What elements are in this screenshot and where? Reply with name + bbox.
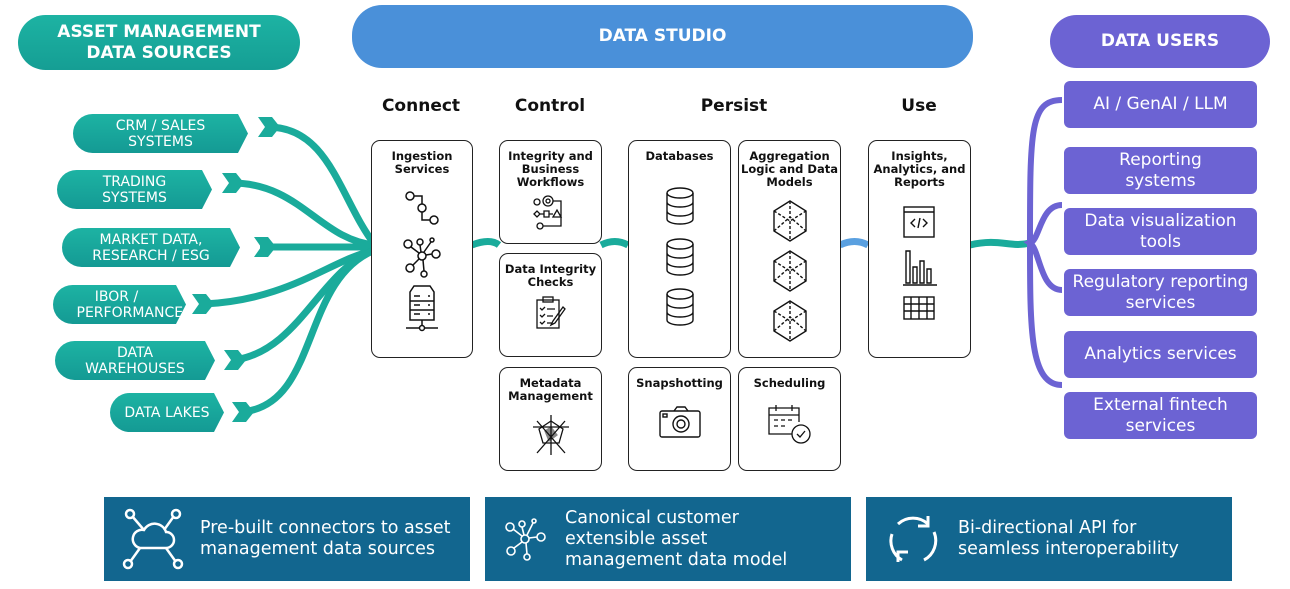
user-fintech: External fintech services: [1064, 392, 1257, 439]
sources-header: ASSET MANAGEMENT DATA SOURCES: [18, 15, 300, 70]
column-connect: Connect: [381, 96, 461, 116]
source-ibor: IBOR / PERFORMANCE: [53, 285, 186, 324]
column-persist: Persist: [700, 96, 768, 116]
users-header: DATA USERS: [1050, 15, 1270, 68]
column-control: Control: [514, 96, 586, 116]
box-integrity-workflows: Integrity and Business Workflows: [499, 140, 602, 244]
database-icons: [665, 187, 694, 326]
studio-header: DATA STUDIO: [352, 5, 973, 68]
user-data-viz: Data visualization tools: [1064, 208, 1257, 255]
process-gear-icon: [532, 195, 562, 230]
user-reporting: Reporting systems: [1064, 147, 1257, 194]
panel-connectors: Pre-built connectors to asset management…: [104, 497, 470, 581]
source-warehouses: DATA WAREHOUSES: [55, 341, 215, 380]
cloud-connectors-icon: [122, 508, 184, 570]
network-icon: [505, 518, 546, 561]
calendar-check-icon: [767, 405, 811, 444]
panel-data-model: Canonical customer extensible asset mana…: [485, 497, 851, 581]
network-icon: [403, 237, 441, 278]
source-trading: TRADING SYSTEMS: [57, 170, 212, 209]
user-analytics: Analytics services: [1064, 331, 1257, 378]
table-icon: [902, 296, 935, 320]
box-ingestion: Ingestion Services: [371, 140, 473, 358]
source-market-data: MARKET DATA, RESEARCH / ESG: [62, 228, 240, 267]
code-window-icon: [902, 206, 935, 238]
checklist-icon: [535, 296, 566, 329]
user-regulatory: Regulatory reporting services: [1064, 269, 1257, 316]
source-data-lakes: DATA LAKES: [110, 393, 224, 432]
bar-chart-icon: [902, 250, 937, 286]
box-databases: Databases: [628, 140, 731, 358]
box-insights: Insights, Analytics, and Reports: [868, 140, 971, 358]
server-icon: [406, 285, 438, 332]
camera-icon: [658, 406, 701, 438]
box-snapshotting: Snapshotting: [628, 367, 731, 471]
box-integrity-checks: Data Integrity Checks: [499, 253, 602, 357]
source-crm: CRM / SALES SYSTEMS: [73, 114, 248, 153]
box-metadata: Metadata Management: [499, 367, 602, 471]
box-scheduling: Scheduling: [738, 367, 841, 471]
user-ai: AI / GenAI / LLM: [1064, 81, 1257, 128]
refresh-cycle-icon: [889, 516, 938, 562]
cube-icons: [772, 200, 807, 342]
box-aggregation: Aggregation Logic and Data Models: [738, 140, 841, 358]
column-use: Use: [901, 96, 937, 116]
panel-api: Bi-directional API for seamless interope…: [866, 497, 1232, 581]
workflow-icon: [405, 191, 439, 225]
radar-chart-icon: [532, 415, 569, 455]
